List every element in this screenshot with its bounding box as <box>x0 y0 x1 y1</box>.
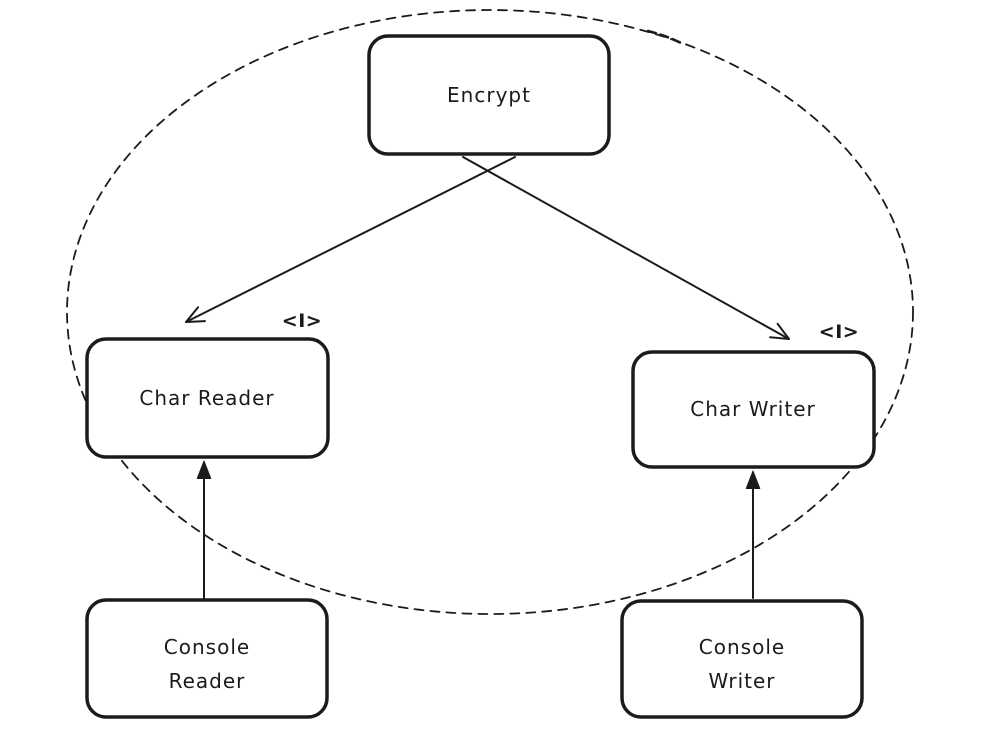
edge-console-reader-to-char-reader <box>196 460 212 601</box>
node-console-writer-label-line2: Writer <box>708 669 775 693</box>
filled-arrowhead-icon <box>196 460 212 479</box>
node-console-writer-box <box>620 599 864 719</box>
edge-console-writer-to-char-writer <box>745 470 761 599</box>
node-encrypt-box <box>367 34 611 156</box>
node-console-writer-label-line1: Console <box>699 635 785 659</box>
filled-arrowhead-icon <box>745 470 761 489</box>
node-char-reader-box <box>85 337 330 459</box>
node-char-writer: Char Writer <I> <box>631 321 876 469</box>
node-encrypt: Encrypt <box>367 34 611 156</box>
interface-marker-char-reader: <I> <box>282 310 322 332</box>
system-boundary-ellipse <box>66 9 914 615</box>
node-console-reader-box <box>85 598 329 719</box>
node-char-writer-label: Char Writer <box>690 397 816 421</box>
edge-encrypt-to-char-writer <box>462 156 790 340</box>
node-console-reader-label-line1: Console <box>164 635 250 659</box>
node-console-reader-label-line2: Reader <box>169 669 246 693</box>
node-console-writer: Console Writer <box>620 599 864 719</box>
node-char-reader-label: Char Reader <box>139 386 274 410</box>
interface-marker-char-writer: <I> <box>819 321 859 343</box>
edge-line <box>462 156 790 340</box>
node-char-reader: Char Reader <I> <box>85 310 330 459</box>
node-console-reader: Console Reader <box>85 598 329 719</box>
ellipse-overlap-stroke <box>646 29 683 45</box>
edge-line <box>185 156 516 323</box>
open-arrowhead-icon <box>185 306 206 323</box>
open-arrowhead-icon <box>769 322 790 340</box>
edge-encrypt-to-char-reader <box>185 156 516 323</box>
node-char-writer-box <box>631 350 876 469</box>
node-encrypt-label: Encrypt <box>447 83 531 107</box>
